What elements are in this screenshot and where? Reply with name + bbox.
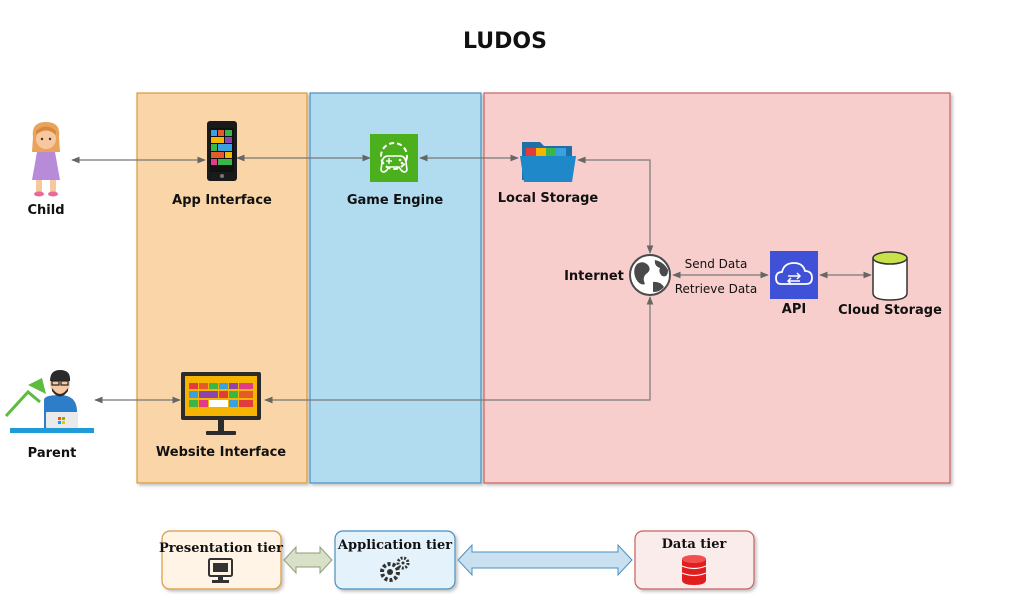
folder-icon: [520, 142, 576, 182]
game-engine-label: Game Engine: [347, 193, 443, 208]
monitor-icon: [208, 558, 233, 583]
cloud-storage-label: Cloud Storage: [838, 303, 942, 318]
smartphone-icon: [207, 121, 237, 181]
globe-icon: [629, 254, 671, 296]
legend-data-label: Data tier: [662, 537, 727, 552]
retrieve-data-label: Retrieve Data: [675, 282, 758, 296]
database-icon: [681, 555, 707, 585]
game-engine-icon: [370, 134, 418, 182]
api-cloud-icon: [770, 251, 818, 299]
child-icon: [32, 122, 60, 197]
storage-internet-connector: [577, 156, 654, 254]
send-data-label: Send Data: [685, 257, 748, 271]
gears-icon: [380, 556, 410, 582]
local-storage-label: Local Storage: [498, 191, 599, 206]
internet-label: Internet: [564, 269, 624, 284]
legend-presentation-label: Presentation tier: [159, 541, 283, 556]
cylinder-icon: [872, 251, 908, 301]
api-label: API: [782, 302, 806, 317]
website-internet-connector: [264, 296, 654, 404]
legend-application-box: [334, 530, 456, 590]
legend-arrow-application-data: [457, 543, 633, 577]
monitor-icon: [181, 372, 261, 435]
child-label: Child: [27, 203, 64, 218]
legend-application-label: Application tier: [337, 538, 452, 553]
website-interface-label: Website Interface: [156, 445, 286, 460]
app-interface-label: App Interface: [172, 193, 272, 208]
parent-icon: [4, 370, 94, 433]
parent-label: Parent: [28, 446, 77, 461]
legend-arrow-presentation-application: [283, 545, 333, 575]
diagram-title: LUDOS: [463, 29, 547, 54]
